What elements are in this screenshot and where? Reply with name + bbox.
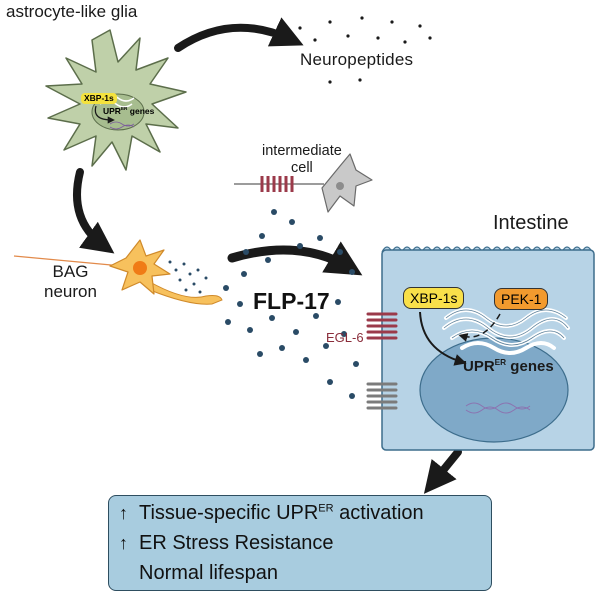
intestine-cell <box>366 246 595 451</box>
neuropeptides-label: Neuropeptides <box>300 50 414 69</box>
arrow-glia-to-bag <box>73 168 115 254</box>
grey-receptor <box>366 382 398 410</box>
outcome-line1-text: Tissue-specific UPR <box>139 502 319 524</box>
glia-upr-sup: ER <box>120 106 128 112</box>
flp17-label: FLP-17 <box>253 288 330 314</box>
intermediate-label-line1: intermediate <box>262 143 342 159</box>
arrow-intestine-to-outcome <box>423 448 462 494</box>
glia-xbp1s-badge: XBP-1s <box>81 93 117 104</box>
bag-neuron-label: BAG neuron <box>44 262 97 302</box>
intestine-er-outline <box>443 309 569 346</box>
arrow-bag-to-intestine <box>227 241 363 276</box>
flp17-dots <box>223 209 359 399</box>
intermediate-cell-label: intermediate cell <box>262 143 342 177</box>
glia-upr-genes: genes <box>127 106 155 116</box>
outcome-line-lifespan: Normal lifespan <box>139 562 278 584</box>
xbp1-to-upr-arrow <box>419 311 467 366</box>
glia-upr-base: UPR <box>103 106 121 116</box>
pek1-badge: PEK-1 <box>494 288 549 310</box>
intestine-upr-sup: ER <box>494 358 507 367</box>
egl6-receptor <box>366 312 398 340</box>
glia-label: astrocyte-like glia <box>6 2 138 21</box>
arrow-glia-to-neuropeptides <box>174 17 304 52</box>
intestine-dna <box>465 402 531 414</box>
outcome-line-upr-activation: ↑ Tissue-specific UPRER activation <box>119 502 424 525</box>
outcome-line1-end: activation <box>333 502 424 524</box>
egl6-label: EGL-6 <box>326 330 364 345</box>
neuropeptide-dots <box>298 16 432 84</box>
intermediate-cell-body <box>321 153 373 213</box>
outcome-box: ↑ Tissue-specific UPRER activation ↑ ER St… <box>108 495 492 591</box>
outcome-line-stress-resistance: ↑ ER Stress Resistance <box>119 532 334 555</box>
bag-neuron-axon <box>149 281 223 305</box>
intestine-upr-genes-label: UPRER genes <box>463 358 554 375</box>
xbp1s-badge: XBP-1s <box>403 287 465 309</box>
intestine-upr-base: UPR <box>463 358 495 375</box>
outcome-line1-sup: ER <box>318 502 334 515</box>
intestine-label: Intestine <box>493 212 569 234</box>
bag-label-line2: neuron <box>44 282 97 301</box>
outcome-line2-text: ER Stress Resistance <box>139 532 334 554</box>
up-arrow-icon: ↑ <box>119 503 128 523</box>
glia-curved-arrow <box>94 105 115 124</box>
up-arrow-icon: ↑ <box>119 533 128 553</box>
bag-label-line1: BAG <box>52 262 89 281</box>
intermediate-label-line2: cell <box>291 160 313 176</box>
intermediate-cell <box>234 153 373 213</box>
intermediate-receptor <box>260 176 294 192</box>
bag-neuron <box>13 239 223 305</box>
intestine-upr-genes: genes <box>506 358 554 375</box>
pek1-to-xbp1-dashed <box>458 313 501 342</box>
glia-upr-genes-label: UPRER genes <box>103 106 154 116</box>
